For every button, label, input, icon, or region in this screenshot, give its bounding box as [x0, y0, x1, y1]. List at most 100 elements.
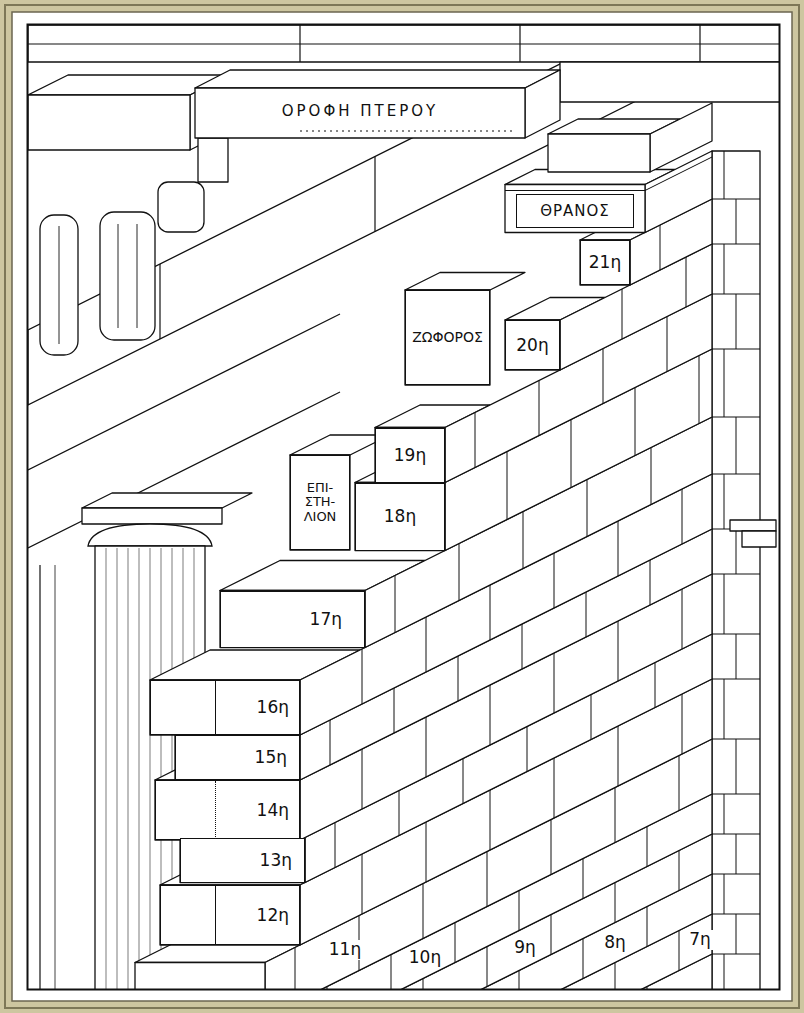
brick-joint	[724, 794, 725, 834]
block-face	[290, 455, 350, 550]
brick-joint	[539, 381, 540, 436]
brick-joint	[362, 649, 363, 704]
ceiling-beam-face	[548, 134, 650, 172]
brick-joint	[667, 317, 668, 372]
slab-joint	[28, 43, 779, 44]
brick-joint	[554, 758, 555, 818]
beam-end-line	[137, 224, 138, 328]
wall-end-face	[712, 151, 760, 989]
brick-joint	[362, 749, 363, 809]
brick-joint	[699, 356, 700, 424]
echinus	[88, 524, 212, 546]
column-flute	[128, 548, 129, 989]
brick-joint	[618, 726, 619, 786]
beam-support	[198, 138, 228, 182]
course-line	[712, 294, 760, 295]
ceiling-beam-face	[28, 95, 190, 150]
block-face: 13η	[180, 838, 305, 883]
brick-joint	[679, 931, 680, 971]
brick-joint	[736, 634, 737, 679]
brick-joint	[618, 621, 619, 681]
block-label: 13η	[260, 851, 292, 870]
block-label: 19η	[394, 446, 426, 465]
slab-joint	[699, 25, 700, 62]
block-face	[150, 680, 300, 735]
brick-joint	[724, 679, 725, 739]
brick-joint	[679, 756, 680, 811]
ceiling-beam-top	[195, 70, 560, 88]
brick-joint	[523, 512, 524, 569]
block-label: 20η	[516, 336, 548, 355]
beam-end	[40, 215, 78, 355]
brick-joint	[423, 884, 424, 939]
block-face	[175, 735, 300, 780]
brick-joint	[660, 225, 661, 270]
block-face: 15η	[175, 735, 300, 780]
beam-end-line	[59, 226, 60, 344]
block-face: 21η	[580, 240, 630, 285]
brick-joint	[455, 923, 456, 963]
brick-joint	[647, 907, 648, 947]
block-joint	[215, 781, 216, 839]
brick-joint	[426, 717, 427, 777]
ceiling-beam-side	[650, 103, 712, 172]
brick-joint	[615, 883, 616, 923]
brick-joint	[519, 971, 520, 990]
ceiling-beam-face	[195, 88, 525, 138]
brick-joint	[724, 474, 725, 529]
brick-joint	[391, 955, 392, 990]
ceiling-slab	[28, 25, 779, 62]
ceiling-slab	[560, 62, 779, 102]
brick-joint	[399, 791, 400, 836]
anta-capital	[730, 520, 776, 531]
brick-joint	[335, 823, 336, 868]
column-flute	[55, 565, 56, 989]
block-face: 16η	[150, 680, 300, 735]
block-label: 15η	[255, 748, 287, 767]
brick-joint	[615, 963, 616, 990]
brick-joint	[736, 199, 737, 244]
brick-joint	[426, 617, 427, 672]
course-line	[712, 739, 760, 740]
cornice-bracket	[158, 182, 204, 232]
block-face: ΕΠΙ- ΣΤΗ- ΛΙΟΝ	[290, 455, 350, 550]
brick-joint	[583, 859, 584, 899]
beam-end-line	[118, 224, 119, 328]
dotted-line	[300, 131, 515, 132]
brick-joint	[586, 592, 587, 637]
brick-joint	[591, 695, 592, 740]
block-face	[375, 428, 445, 483]
brick-joint	[736, 739, 737, 794]
brick-joint	[724, 874, 725, 914]
brick-joint	[463, 759, 464, 804]
brick-joint	[736, 834, 737, 874]
block-face	[580, 240, 630, 285]
brick-joint	[475, 413, 476, 468]
anta-capital	[742, 531, 776, 547]
block-face: 19η	[375, 428, 445, 483]
block-face: 18η	[355, 483, 445, 551]
slab-joint	[519, 25, 520, 62]
brick-joint	[394, 688, 395, 733]
block-face	[505, 320, 560, 370]
course-number: 11η	[326, 940, 364, 960]
brick-joint	[490, 790, 491, 850]
block-top	[405, 273, 525, 291]
brick-joint	[522, 624, 523, 669]
brick-joint	[554, 553, 555, 608]
block-label: 16η	[257, 698, 289, 717]
block-face	[155, 780, 300, 840]
block-face: ΖΩΦΟΡΟΣ	[405, 290, 490, 385]
brick-joint	[736, 914, 737, 954]
column-flute	[106, 548, 107, 989]
abacus	[82, 508, 222, 524]
block-face	[405, 290, 490, 385]
brick-joint	[490, 685, 491, 745]
block-face	[355, 483, 445, 551]
block-label: 14η	[257, 801, 289, 820]
block-face: 17η	[220, 591, 365, 648]
brick-joint	[686, 257, 687, 307]
brick-joint	[650, 560, 651, 605]
block-label: 17η	[310, 610, 342, 629]
block-face: 14η	[155, 780, 300, 840]
